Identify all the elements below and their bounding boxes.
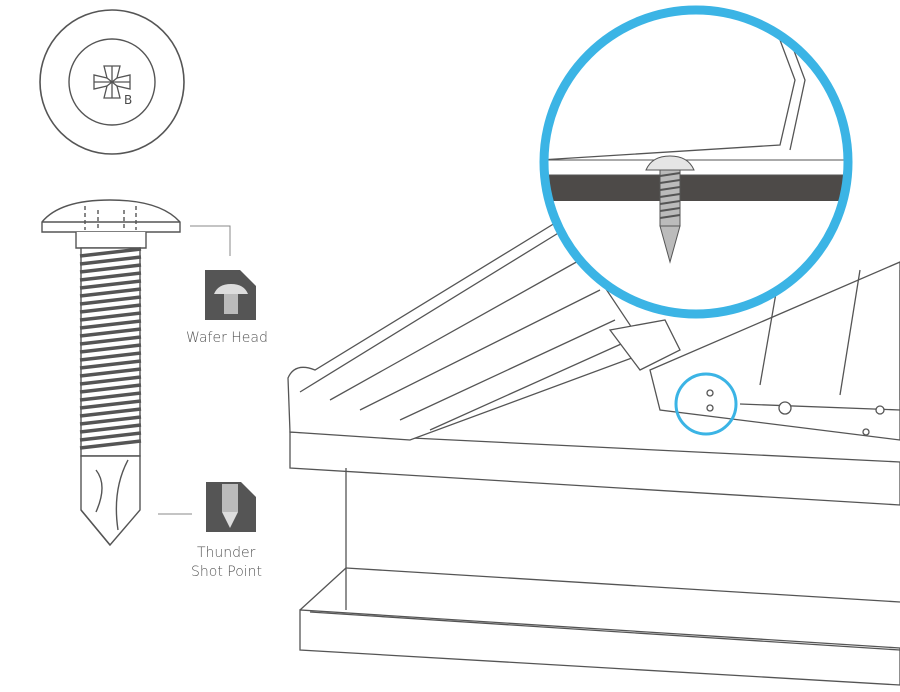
drill-point [80, 455, 141, 547]
callout-leaders [158, 225, 231, 515]
thunder-label-line2: Shot Point [191, 564, 262, 580]
screw-threads [79, 247, 142, 450]
wafer-head-screw [41, 199, 181, 547]
screw-head [41, 199, 181, 233]
thunder-label-line1: Thunder [197, 545, 256, 561]
wafer-head-label: Wafer Head [186, 330, 268, 346]
drive-badge: B [39, 9, 185, 155]
zoom-detail [539, 5, 853, 319]
panel-cross-section [544, 175, 848, 201]
zoom-ring [539, 5, 853, 319]
thunder-point-thumbnail [206, 482, 256, 532]
phillips-drive-icon [93, 65, 131, 99]
fastener-highlight-ring [674, 372, 738, 436]
wafer-head-thumbnail [205, 270, 256, 320]
drive-type-letter: B [124, 93, 132, 107]
roof-panel [287, 219, 900, 686]
